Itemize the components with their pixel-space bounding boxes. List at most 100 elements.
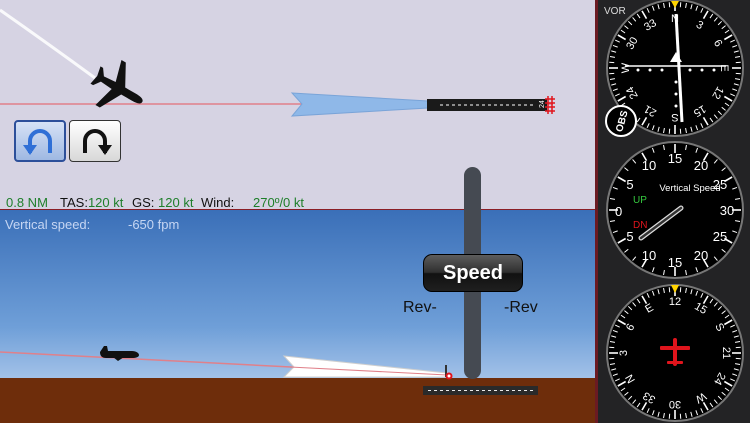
vsi-up-label: UP xyxy=(633,195,647,206)
vsi-scale-label: 15 xyxy=(668,151,682,166)
gauge-tick xyxy=(733,83,739,86)
gauge-tick xyxy=(611,83,617,86)
gauge-tick xyxy=(614,93,620,97)
compass-label: 12 xyxy=(669,296,681,308)
gs-label: GS: xyxy=(132,195,155,210)
airplane-top-icon xyxy=(90,59,143,108)
gauge-tick xyxy=(734,78,741,80)
gauge-tick xyxy=(734,198,741,200)
compass-label: 15 xyxy=(692,300,709,317)
gauge-tick xyxy=(713,399,718,404)
gauge-tick xyxy=(641,10,648,20)
vsi-scale-label: 25 xyxy=(713,229,727,244)
gs-value: 120 kt xyxy=(158,195,194,210)
reverse-left-label: Rev- xyxy=(403,299,437,316)
gauge-tick xyxy=(617,34,627,41)
gauge-tick xyxy=(702,116,709,126)
gauge-tick xyxy=(723,34,733,41)
instrument-panel-border xyxy=(595,0,598,423)
obs-knob-button[interactable]: OBS xyxy=(605,105,637,137)
gauge-tick xyxy=(617,95,627,102)
gauge-tick xyxy=(717,110,723,116)
gauge-tick xyxy=(651,290,655,296)
gauge-tick xyxy=(685,269,687,276)
gauge-tick xyxy=(663,412,665,419)
vsi-zero-label: 0 xyxy=(615,204,622,219)
gauge-tick xyxy=(624,167,629,172)
compass-label: 21 xyxy=(642,102,659,119)
gauge-tick xyxy=(632,159,637,164)
gauge-tick xyxy=(690,289,693,295)
runway-threshold-marker xyxy=(445,365,453,380)
gauge-tick xyxy=(663,2,665,9)
gauge-tick xyxy=(632,399,637,404)
gauge-tick xyxy=(609,363,616,365)
compass-label: W xyxy=(620,62,632,73)
gauge-tick xyxy=(733,368,739,371)
vsi-scale-label: 10 xyxy=(642,158,656,173)
approach-cone xyxy=(290,92,429,117)
info-gs: GS: 120 kt xyxy=(132,195,193,210)
info-wind-label: Wind: xyxy=(201,195,234,210)
gauge-tick xyxy=(609,220,616,222)
side-view-overlay xyxy=(100,346,538,395)
arc-arrow-right-icon xyxy=(83,129,112,155)
gauge-tick xyxy=(663,144,665,151)
speed-slider-knob[interactable]: Speed xyxy=(423,254,523,292)
vsi-scale-label: 10 xyxy=(642,248,656,263)
gauge-tick xyxy=(609,78,616,80)
gauge-tick xyxy=(636,117,641,123)
vsi-title: Vertical Speed xyxy=(659,183,720,194)
compass-label: 6 xyxy=(624,322,637,333)
vertical-speed-label: Vertical speed: xyxy=(5,217,91,232)
compass-label: 24 xyxy=(624,84,641,101)
gauge-tick xyxy=(646,123,650,129)
gauge-tick xyxy=(721,248,726,253)
gauge-tick xyxy=(663,127,665,134)
gauge-tick xyxy=(721,106,726,111)
gauge-tick xyxy=(717,305,723,311)
compass-label: 33 xyxy=(642,17,659,34)
gauge-tick xyxy=(620,314,626,319)
gauge-tick xyxy=(657,289,660,295)
tas-value: 120 kt xyxy=(87,195,124,210)
gauge-tick xyxy=(685,144,687,151)
runway-lights xyxy=(545,96,555,114)
compass-label: 15 xyxy=(691,102,708,119)
gauge-tick xyxy=(611,335,617,338)
gauge-tick xyxy=(624,248,629,253)
gauge-tick xyxy=(609,56,616,58)
gauge-tick xyxy=(709,117,714,123)
side-view-canvas xyxy=(0,351,448,378)
compass-label: 24 xyxy=(711,370,728,387)
gauge-tick xyxy=(733,335,739,338)
gauge-tick xyxy=(730,324,736,328)
gauge-tick xyxy=(617,380,627,387)
vsi-scale-label: 30 xyxy=(720,203,734,218)
runway-top[interactable] xyxy=(427,99,547,111)
vsi-scale-label: 25 xyxy=(713,177,727,192)
turn-right-button[interactable] xyxy=(69,120,121,162)
reverse-right-label: -Rev xyxy=(504,299,538,316)
vsi-scale-label: 5 xyxy=(626,177,633,192)
vor-course-needle xyxy=(674,13,684,123)
ground xyxy=(0,378,596,423)
turn-left-button[interactable] xyxy=(14,120,66,162)
gauge-tick xyxy=(646,292,650,298)
gauge-tick xyxy=(724,102,730,107)
airplane-symbol-icon xyxy=(660,338,690,366)
gauge-tick xyxy=(724,29,730,34)
gauge-tick xyxy=(657,411,660,417)
distance-value: 0.8 NM xyxy=(6,195,48,210)
gauge-tick xyxy=(636,13,641,19)
gauge-tick xyxy=(651,410,655,416)
gauge-tick xyxy=(624,25,629,30)
gauge-tick xyxy=(614,39,620,43)
gauge-tick xyxy=(723,319,733,326)
vor-ticks xyxy=(609,2,741,134)
gauge-tick xyxy=(702,10,709,20)
wind-label: Wind: xyxy=(201,195,235,210)
gauge-tick xyxy=(702,258,709,268)
